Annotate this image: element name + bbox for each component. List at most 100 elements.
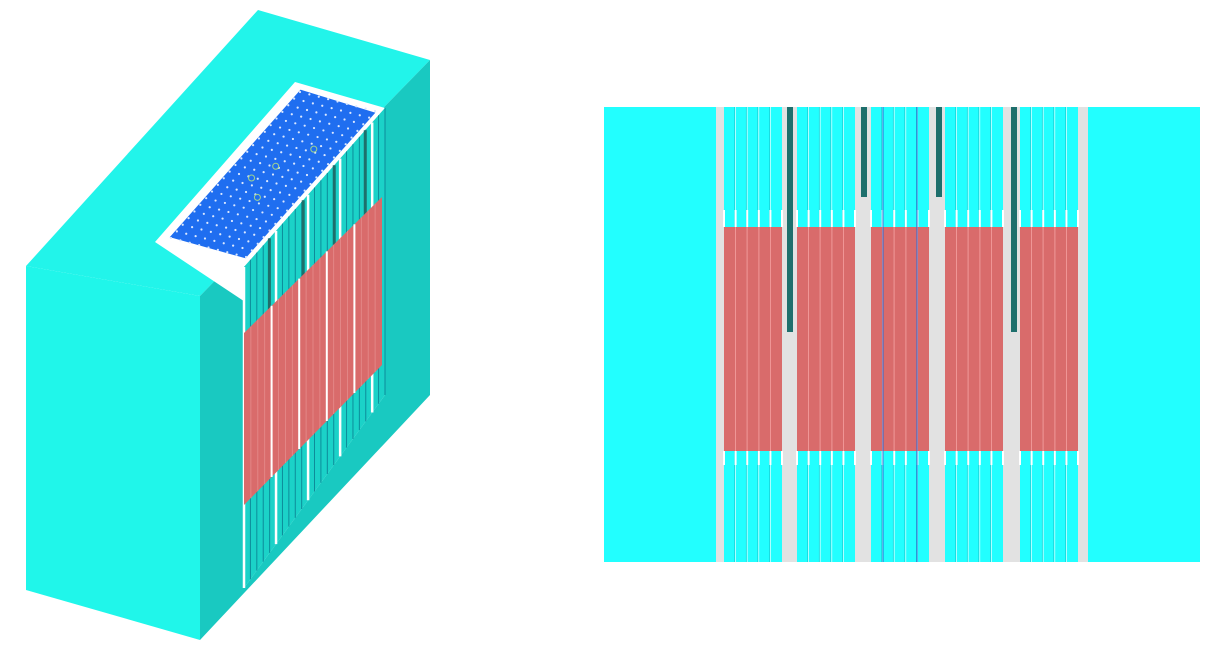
iso-pin-dot (305, 108, 309, 112)
iso-pin-dot (304, 149, 307, 152)
rod-end-cap (1053, 210, 1056, 227)
iso-pin-dot (215, 224, 218, 227)
iso-pin-dot (278, 126, 282, 129)
iso-pin-dot (343, 118, 346, 121)
rod-end-cap (1065, 210, 1068, 227)
control-rod (861, 107, 867, 197)
reflector-right (1088, 107, 1200, 562)
iso-pin-dot (246, 215, 249, 218)
iso-pin-dot (373, 109, 377, 113)
assembly-fuel-zone (945, 227, 1003, 451)
iso-pin-dot (282, 200, 285, 203)
iso-pin-dot (179, 239, 182, 242)
iso-pin-dot (241, 246, 244, 250)
iso-pin-dot (341, 134, 344, 137)
control-rods (787, 107, 1017, 332)
iso-pin-dot (222, 242, 225, 245)
rod-end-cap (928, 210, 930, 227)
iso-pin-dot (207, 246, 210, 249)
iso-pin-dot (243, 166, 246, 169)
iso-pin-dot (194, 235, 197, 238)
rod-end-cap (1030, 210, 1033, 227)
assembly-lower-plenum (724, 451, 782, 562)
assembly-lower-plenum (1020, 451, 1078, 562)
rod-end-cap (734, 451, 737, 465)
iso-pin-dot (335, 140, 338, 143)
iso-pin-dot (199, 203, 202, 206)
rod-end-cap (746, 451, 749, 465)
iso-pin-dot (198, 244, 201, 247)
iso-pin-dot (295, 146, 298, 150)
iso-pin-dot (308, 158, 311, 161)
iso-pin-dot (234, 228, 237, 232)
iso-pin-dot (329, 147, 332, 150)
iso-pin-dot (193, 210, 196, 213)
iso-pin-dot (266, 180, 269, 183)
iso-pin-dot (233, 204, 236, 207)
iso-pin-dot (284, 119, 288, 123)
iso-fuel-lines (250, 203, 376, 498)
iso-pin-dot (284, 184, 287, 187)
iso-pin-dot (226, 251, 229, 254)
iso-pin-dot (294, 187, 297, 190)
iso-pin-dot (244, 255, 248, 259)
rod-end-cap (870, 451, 872, 465)
iso-pin-dot (276, 142, 279, 145)
assembly-fuel-zone (724, 227, 782, 451)
reflector-left (604, 107, 716, 562)
iso-pin-dot (188, 241, 191, 244)
iso-pin-dot (257, 202, 261, 205)
control-rod (936, 107, 942, 197)
iso-pin-dot (270, 148, 273, 151)
iso-pin-dot (208, 206, 211, 209)
iso-pin-dot (303, 124, 306, 127)
iso-pin-dot (169, 236, 173, 240)
iso-pin-dot (255, 217, 258, 221)
iso-pin-dot (283, 160, 286, 163)
iso-pin-dot (315, 111, 318, 114)
control-rod (1011, 107, 1017, 332)
iso-pin-dot (269, 189, 272, 192)
rod-end-cap (944, 210, 946, 227)
iso-pin-dot (226, 186, 229, 189)
iso-pin-dot (362, 123, 365, 126)
iso-pin-dot (318, 120, 322, 123)
iso-pin-dot (321, 169, 324, 172)
iso-pin-dot (219, 233, 222, 236)
iso-pin-dot (247, 240, 250, 243)
iso-pin-dot (288, 193, 291, 196)
front-view (604, 107, 1200, 562)
iso-pin-dot (209, 230, 212, 233)
iso-pin-dot (312, 126, 316, 130)
iso-pin-dot (332, 156, 336, 159)
iso-pin-dot (281, 110, 284, 114)
assembly-upper-plenum (871, 107, 929, 227)
iso-pin-dot (302, 164, 305, 168)
iso-pin-dot (259, 162, 262, 165)
iso-pin-dot (298, 155, 302, 159)
iso-pin-dot (303, 189, 306, 192)
assembly-upper-plenum (945, 107, 1003, 227)
iso-pin-dot (228, 235, 231, 238)
control-rod (787, 107, 793, 332)
iso-pin-dot (290, 113, 293, 116)
iso-pin-dot (261, 211, 264, 214)
iso-pin-dot (250, 184, 253, 187)
iso-pin-dot (263, 195, 266, 198)
iso-top-face (26, 10, 430, 296)
iso-pin-dot (270, 213, 273, 216)
iso-pin-dot (274, 157, 277, 160)
rod-end-cap (967, 451, 970, 465)
iso-pin-dot (240, 222, 243, 225)
iso-pin-dot (288, 128, 291, 132)
iso-pin-dot (223, 201, 227, 205)
iso-pin-dot (203, 237, 207, 240)
iso-pin-dot (242, 206, 245, 209)
iso-pin-dot (355, 105, 358, 108)
iso-pin-dot (191, 226, 194, 229)
iso-pin-dot (249, 159, 252, 162)
rod-end-cap (893, 451, 896, 465)
rod-end-cap (769, 451, 772, 465)
rod-end-cap (955, 210, 958, 227)
iso-pin-dot (255, 153, 258, 156)
